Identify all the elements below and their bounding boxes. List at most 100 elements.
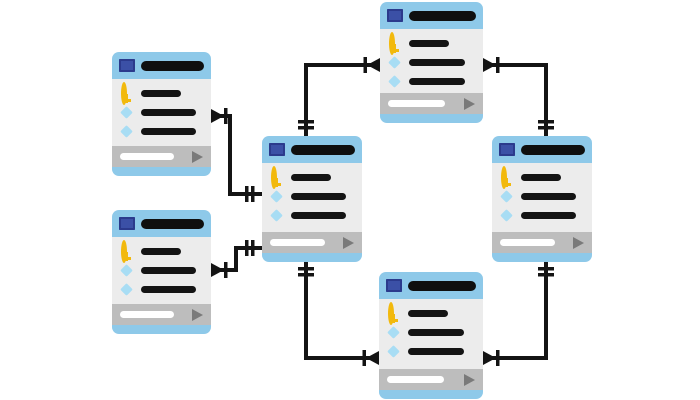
- crowfoot-many-marker: [366, 351, 379, 365]
- field-name-bar: [291, 193, 346, 200]
- field-icon-cell: [270, 165, 283, 189]
- field-name-bar: [521, 174, 561, 181]
- crowfoot-many-marker: [211, 263, 224, 277]
- expand-arrow-icon[interactable]: [192, 308, 203, 321]
- table-icon: [499, 143, 515, 156]
- table-field-row[interactable]: [120, 239, 203, 263]
- one-cardinality-tick: [245, 186, 249, 202]
- table-title-bar: [291, 144, 355, 155]
- table-icon: [119, 59, 135, 72]
- table-field-list: [262, 163, 362, 232]
- field-name-bar: [141, 248, 181, 255]
- expand-arrow-icon[interactable]: [573, 236, 584, 249]
- db-table-card-left-top[interactable]: [112, 52, 211, 176]
- table-bottom-strip: [379, 390, 483, 399]
- footer-scrollbar: [120, 311, 174, 318]
- table-field-row[interactable]: [120, 261, 203, 280]
- table-bottom-strip: [262, 253, 362, 262]
- crowfoot-many-marker: [483, 58, 496, 72]
- primary-key-icon: [501, 165, 512, 189]
- table-field-row[interactable]: [388, 53, 475, 72]
- db-table-card-left-bottom[interactable]: [112, 210, 211, 334]
- relationship-top-right[interactable]: [483, 57, 554, 136]
- field-icon-cell: [388, 31, 401, 55]
- table-field-list: [112, 79, 211, 146]
- expand-arrow-icon[interactable]: [343, 236, 354, 249]
- one-cardinality-tick: [538, 273, 554, 277]
- expand-arrow-icon[interactable]: [192, 150, 203, 163]
- table-field-row[interactable]: [120, 81, 203, 105]
- table-field-row[interactable]: [388, 72, 475, 91]
- table-header: [262, 136, 362, 163]
- relationship-line[interactable]: [304, 63, 380, 136]
- relationship-left-bottom-center[interactable]: [211, 240, 262, 278]
- relationship-bottom-right[interactable]: [483, 262, 554, 366]
- table-field-row[interactable]: [120, 122, 203, 141]
- footer-scrollbar: [270, 239, 325, 246]
- field-name-bar: [409, 78, 465, 85]
- footer-scrollbar: [500, 239, 555, 246]
- table-field-row[interactable]: [270, 165, 354, 189]
- primary-key-icon: [121, 239, 132, 263]
- table-field-row[interactable]: [120, 103, 203, 122]
- table-field-row[interactable]: [388, 31, 475, 55]
- footer-scrollbar: [387, 376, 445, 383]
- footer-scrollbar: [120, 153, 174, 160]
- one-cardinality-tick: [298, 273, 314, 277]
- cardinality-tick: [363, 57, 367, 73]
- table-field-row[interactable]: [500, 187, 584, 206]
- field-name-bar: [141, 286, 196, 293]
- table-field-row[interactable]: [387, 301, 475, 325]
- cardinality-tick: [224, 262, 228, 278]
- table-footer: [492, 232, 592, 253]
- field-name-bar: [521, 212, 576, 219]
- field-icon-cell: [387, 301, 400, 325]
- table-header: [112, 52, 211, 79]
- one-cardinality-tick: [298, 267, 314, 271]
- cardinality-tick: [224, 108, 228, 124]
- table-field-row[interactable]: [387, 323, 475, 342]
- primary-key-icon: [388, 301, 399, 325]
- table-title-bar: [141, 218, 204, 229]
- db-table-card-right[interactable]: [492, 136, 592, 262]
- table-header: [379, 272, 483, 299]
- cardinality-tick: [496, 57, 500, 73]
- field-name-bar: [409, 40, 449, 47]
- field-name-bar: [141, 109, 196, 116]
- one-cardinality-tick: [538, 120, 554, 124]
- table-field-list: [492, 163, 592, 232]
- field-name-bar: [409, 59, 465, 66]
- relationship-left-top-center[interactable]: [211, 108, 262, 202]
- table-icon: [386, 279, 402, 292]
- table-field-row[interactable]: [270, 187, 354, 206]
- field-name-bar: [141, 90, 181, 97]
- relationship-line[interactable]: [211, 114, 262, 196]
- expand-arrow-icon[interactable]: [464, 373, 475, 386]
- table-bottom-strip: [380, 114, 483, 123]
- expand-arrow-icon[interactable]: [464, 97, 475, 110]
- relationship-line[interactable]: [483, 63, 548, 136]
- relationship-bottom-center[interactable]: [298, 262, 379, 366]
- table-title-bar: [521, 144, 585, 155]
- relationship-top-center[interactable]: [298, 57, 380, 136]
- table-field-row[interactable]: [387, 342, 475, 361]
- table-footer: [112, 304, 211, 325]
- db-table-card-bottom[interactable]: [379, 272, 483, 399]
- relationship-line[interactable]: [483, 262, 548, 360]
- table-field-row[interactable]: [500, 206, 584, 225]
- db-table-card-top[interactable]: [380, 2, 483, 123]
- table-field-row[interactable]: [270, 206, 354, 225]
- one-cardinality-tick: [251, 240, 255, 256]
- db-table-card-center[interactable]: [262, 136, 362, 262]
- relationship-line[interactable]: [304, 262, 379, 360]
- field-name-bar: [141, 128, 196, 135]
- table-field-list: [379, 299, 483, 369]
- table-bottom-strip: [492, 253, 592, 262]
- table-field-row[interactable]: [500, 165, 584, 189]
- table-field-list: [112, 237, 211, 304]
- field-name-bar: [408, 348, 464, 355]
- table-field-row[interactable]: [120, 280, 203, 299]
- table-icon: [269, 143, 285, 156]
- table-icon: [119, 217, 135, 230]
